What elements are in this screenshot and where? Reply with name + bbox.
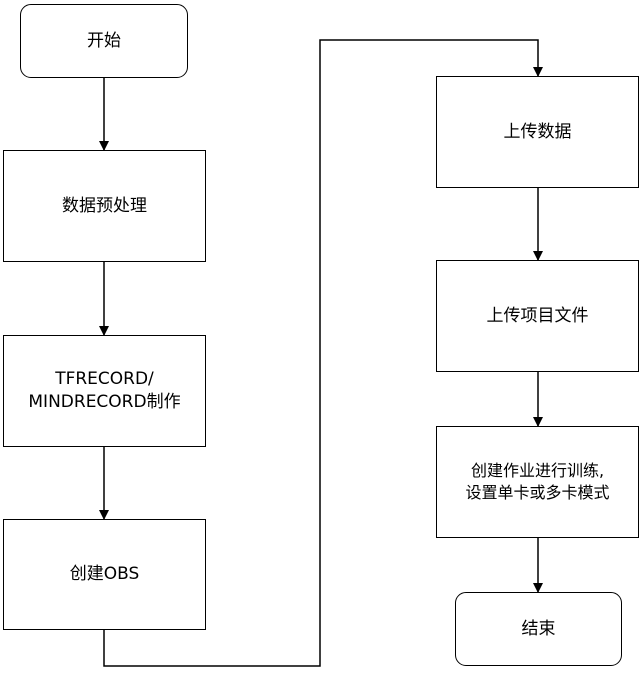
edge-create-obs-to-upload-data: [103, 39, 543, 667]
upload-project-files-node: 上传项目文件: [436, 260, 639, 372]
start-node: 开始: [20, 4, 188, 78]
upload-data-node: 上传数据: [436, 76, 639, 188]
data-preprocessing-node: 数据预处理: [3, 150, 206, 262]
end-node: 结束: [455, 592, 622, 666]
create-training-job-node: 创建作业进行训练, 设置单卡或多卡模式: [436, 426, 639, 538]
record-creation-node: TFRECORD/ MINDRECORD制作: [3, 335, 206, 447]
create-obs-node: 创建OBS: [3, 519, 206, 630]
